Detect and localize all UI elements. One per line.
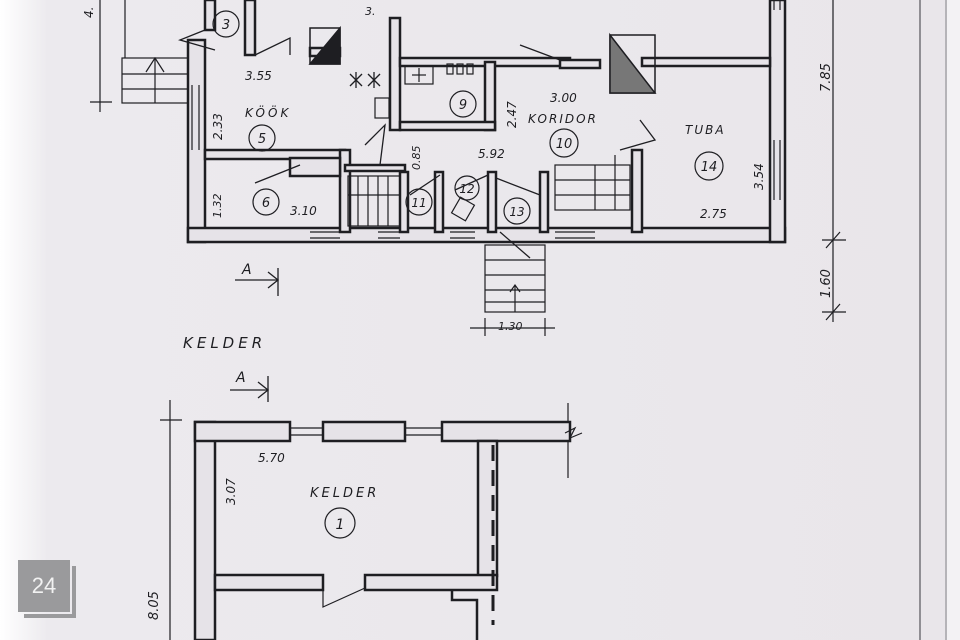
ground-floor-plan	[121, 0, 787, 313]
basement-title: KELDER	[183, 334, 266, 352]
room-1-name: KELDER	[310, 486, 379, 501]
room-11-number: 11	[411, 196, 426, 210]
page-number: 24	[18, 560, 70, 612]
room-10-number: 10	[556, 137, 573, 152]
dim-hall-depth: 0.85	[410, 146, 423, 171]
room-14: 14	[694, 151, 724, 181]
room-5-number: 5	[258, 132, 266, 147]
dim-left-partial: 4.	[82, 7, 96, 18]
dim-corridor-depth: 2.47	[505, 101, 519, 128]
room-10: 10	[549, 128, 579, 158]
dim-room6-depth: 1.32	[211, 194, 224, 219]
room-1: 1	[324, 507, 356, 539]
paper-edge	[945, 0, 960, 640]
dim-kitchen-width: 3.55	[245, 69, 272, 83]
dim-steps-width: 1.30	[498, 320, 523, 333]
room-12-number: 12	[459, 182, 474, 196]
door-swings	[177, 29, 657, 259]
room-9-number: 9	[459, 98, 467, 113]
room-3: 3	[212, 10, 240, 38]
walls	[186, 0, 787, 244]
logo-edge	[24, 566, 76, 618]
room-11: 11	[405, 188, 433, 216]
room-12: 12	[454, 175, 480, 201]
fixtures	[349, 63, 476, 222]
room-6-number: 6	[262, 196, 270, 211]
dimension-lines	[90, 0, 846, 640]
room-5-name: KÖÖK	[245, 104, 291, 120]
ground-floor-labels: 3 3.55 KÖÖK 5 2.33 6 1.32 3.10 9 2.47 3.…	[211, 5, 766, 225]
room-1-number: 1	[336, 517, 345, 533]
dim-room1-width: 5.70	[258, 451, 285, 465]
windows	[191, 0, 781, 239]
room-14-name: TUBA	[685, 123, 726, 137]
chimneys	[308, 25, 657, 94]
dim-tuba-depth: 3.54	[752, 163, 766, 190]
dim-corridor-width: 3.00	[550, 91, 577, 105]
dim-tuba-width: 2.75	[700, 207, 727, 221]
section-label-a-ground: A	[241, 262, 252, 278]
dim-basement-depth: 8.05	[147, 591, 162, 620]
room-9: 9	[449, 90, 477, 118]
section-arrow-icon	[230, 376, 270, 402]
staircases	[121, 0, 631, 313]
room-14-number: 14	[701, 160, 718, 175]
dim-porch-depth: 1.60	[819, 269, 834, 298]
dim-room6-width: 3.10	[290, 204, 317, 218]
stove-burner-icons	[349, 72, 381, 88]
room-10-name: KORIDOR	[528, 112, 598, 126]
basement-plan	[193, 420, 583, 640]
room-13-number: 13	[509, 205, 524, 219]
page-watermark-logo: 24	[18, 560, 76, 618]
room-13: 13	[503, 197, 531, 225]
section-label-a-basement: A	[235, 370, 246, 386]
dim-kitchen-depth: 2.33	[211, 113, 225, 140]
dim-hall-length: 5.92	[478, 147, 505, 161]
room-6: 6	[252, 188, 280, 216]
room-5: 5	[248, 124, 276, 152]
dim-top-mark: 3.	[365, 5, 376, 18]
room-3-number: 3	[222, 18, 230, 33]
dim-overall-depth: 7.85	[819, 63, 834, 92]
section-arrow-icon	[235, 268, 280, 296]
dim-room1-depth: 3.07	[224, 478, 238, 505]
